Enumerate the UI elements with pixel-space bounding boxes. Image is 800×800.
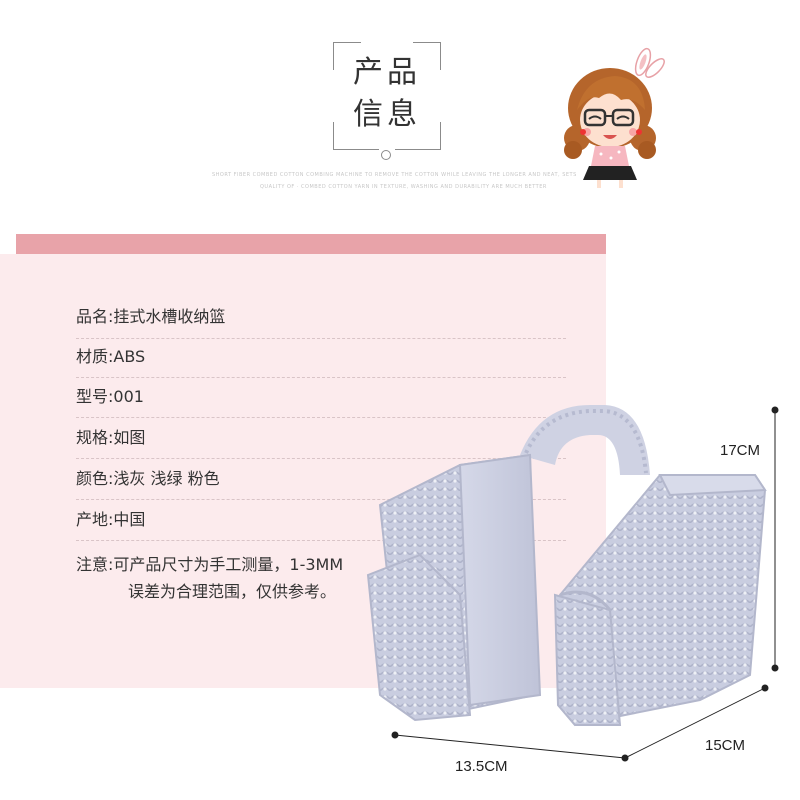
spec-row-name: 品名:挂式水槽收纳篮	[76, 307, 226, 326]
spec-row-note: 注意:可产品尺寸为手工测量，1-3MM	[76, 555, 344, 574]
divider	[76, 377, 566, 378]
title-dot	[381, 150, 391, 160]
spec-row-spec: 规格:如图	[76, 428, 146, 447]
divider	[76, 338, 566, 339]
spec-row-origin: 产地:中国	[76, 510, 146, 529]
title-frame	[333, 42, 441, 150]
divider	[76, 499, 566, 500]
cartoon-girl-illustration	[564, 47, 665, 188]
divider	[76, 540, 566, 541]
spec-row-material: 材质:ABS	[76, 347, 146, 366]
spec-row-color: 颜色:浅灰 浅绿 粉色	[76, 469, 220, 488]
dimension-height: 17CM	[720, 442, 761, 459]
tagline-line-2: QUALITY OF · COMBED COTTON YARN IN TEXTU…	[260, 184, 547, 190]
title-line-2: 信息	[353, 97, 421, 132]
dimension-width: 13.5CM	[455, 758, 508, 775]
divider	[76, 417, 566, 418]
sink-basket-illustration	[366, 405, 767, 727]
tagline-line-1: SHORT FIBER COMBED COTTON COMBING MACHIN…	[212, 172, 577, 178]
header-band	[16, 234, 606, 254]
spec-row-note-cont: 误差为合理范围，仅供参考。	[128, 582, 337, 601]
dimension-depth: 15CM	[705, 737, 746, 754]
title-line-1: 产品	[353, 55, 421, 90]
page-title: 产品 信息	[333, 52, 441, 136]
divider	[76, 458, 566, 459]
spec-row-model: 型号:001	[76, 387, 144, 406]
